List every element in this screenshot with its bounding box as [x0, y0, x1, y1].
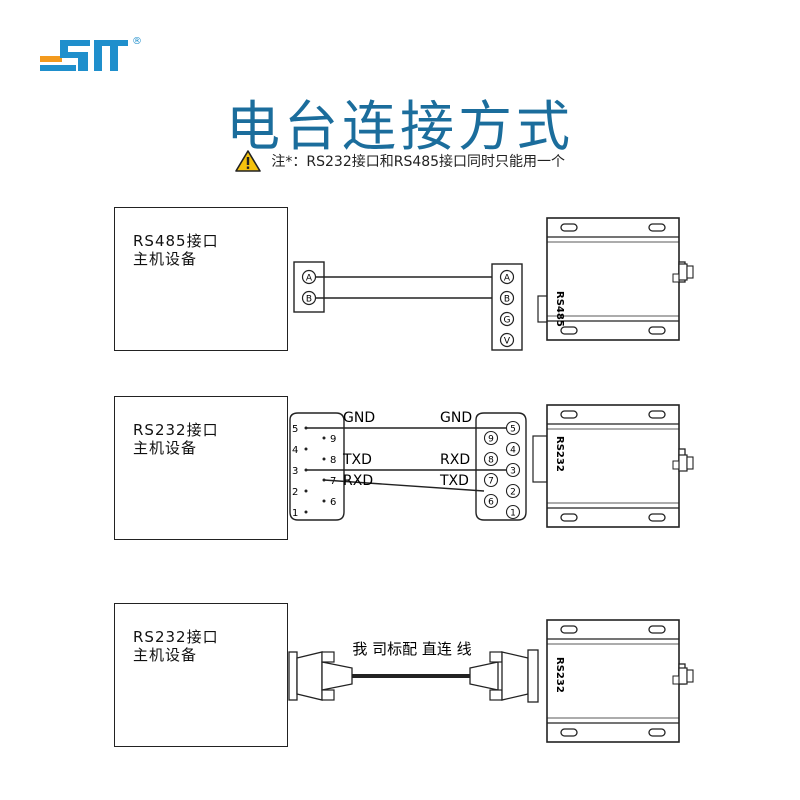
radio-pin-a: A — [499, 269, 515, 285]
radio-cable-plug — [469, 649, 539, 703]
right-pin-2: 2 — [510, 488, 516, 498]
radio-port-label-rs485: RS485 — [554, 291, 565, 327]
right-pin-5: 5 — [510, 425, 516, 435]
warning-note: 注*：RS232接口和RS485接口同时只能用一个 — [0, 150, 800, 172]
host-label-line1: RS485接口 — [133, 232, 219, 250]
signal-left-gnd: GND — [343, 410, 375, 426]
rs232-port — [532, 435, 548, 483]
left-pin-1: 1 — [292, 508, 298, 519]
wire-rxd-txd — [323, 479, 485, 492]
rs232-cable-section: 我 司标配 直连 线 RS232 — [288, 619, 686, 743]
host-label-line2: 主机设备 — [133, 250, 198, 268]
radio-pin-g: G — [499, 311, 515, 327]
left-pin-8: 8 — [330, 455, 336, 466]
host-label-line1: RS232接口 — [133, 628, 219, 646]
page-title: 电台连接方式 — [226, 95, 574, 158]
note-text: 注*：RS232接口和RS485接口同时只能用一个 — [271, 154, 566, 170]
rs232-db9-section: 5 9 4 8 3 7 2 6 1 5 9 4 8 — [289, 404, 686, 528]
pin-label: B — [504, 295, 510, 305]
host-pin-b: B — [301, 290, 317, 306]
pin-label: V — [504, 337, 511, 347]
right-pin-3: 3 — [510, 467, 516, 477]
host-cable-plug — [288, 651, 353, 701]
radio-unit-2 — [546, 404, 686, 528]
rs485-section: A B A B G V RS485 — [293, 217, 686, 351]
pin-label: B — [306, 295, 312, 305]
host-db9-connector — [289, 412, 345, 521]
left-pin-2: 2 — [292, 487, 298, 498]
radio-pin-v: V — [499, 332, 515, 348]
pin-label: G — [504, 316, 511, 326]
radio-port-label-rs232-cable: RS232 — [554, 657, 565, 693]
host-device-rs485: RS485接口 主机设备 — [114, 207, 288, 351]
host-label-line2: 主机设备 — [133, 439, 198, 457]
left-pin-5: 5 — [292, 424, 298, 435]
antenna-connector-3 — [678, 667, 694, 685]
right-pin-6: 6 — [488, 498, 494, 508]
signal-left-txd: TXD — [342, 452, 372, 468]
company-logo: ® — [40, 36, 142, 71]
right-pin-7: 7 — [488, 477, 494, 487]
radio-pin-b: B — [499, 290, 515, 306]
left-pin-9: 9 — [330, 434, 336, 445]
signal-right-gnd: GND — [440, 410, 472, 426]
host-pin-a: A — [301, 269, 317, 285]
signal-right-txd: TXD — [439, 473, 469, 489]
pin-label: A — [504, 274, 511, 284]
registered-mark: ® — [132, 36, 142, 47]
signal-left-rxd: RXD — [343, 473, 373, 489]
pin-label: A — [306, 274, 313, 284]
right-pin-4: 4 — [510, 446, 516, 456]
cable-label: 我 司标配 直连 线 — [352, 640, 471, 658]
left-pin-4: 4 — [292, 445, 298, 456]
host-device-rs232-cable: RS232接口 主机设备 — [114, 603, 288, 747]
right-pin-9: 9 — [488, 435, 494, 445]
host-label-line1: RS232接口 — [133, 421, 219, 439]
left-pin-7: 7 — [330, 476, 336, 487]
radio-unit-3 — [546, 619, 686, 743]
host-label-line2: 主机设备 — [133, 646, 198, 664]
antenna-connector-2 — [678, 454, 694, 472]
radio-port-label-rs232: RS232 — [554, 436, 565, 472]
host-device-rs232-db9: RS232接口 主机设备 — [114, 396, 288, 540]
right-pin-8: 8 — [488, 456, 494, 466]
antenna-connector-1 — [678, 263, 694, 281]
left-pin-3: 3 — [292, 466, 298, 477]
left-pin-6: 6 — [330, 497, 336, 508]
right-pin-1: 1 — [510, 509, 516, 519]
signal-right-rxd: RXD — [440, 452, 470, 468]
warning-icon — [235, 150, 261, 172]
radio-unit-1 — [546, 217, 686, 341]
